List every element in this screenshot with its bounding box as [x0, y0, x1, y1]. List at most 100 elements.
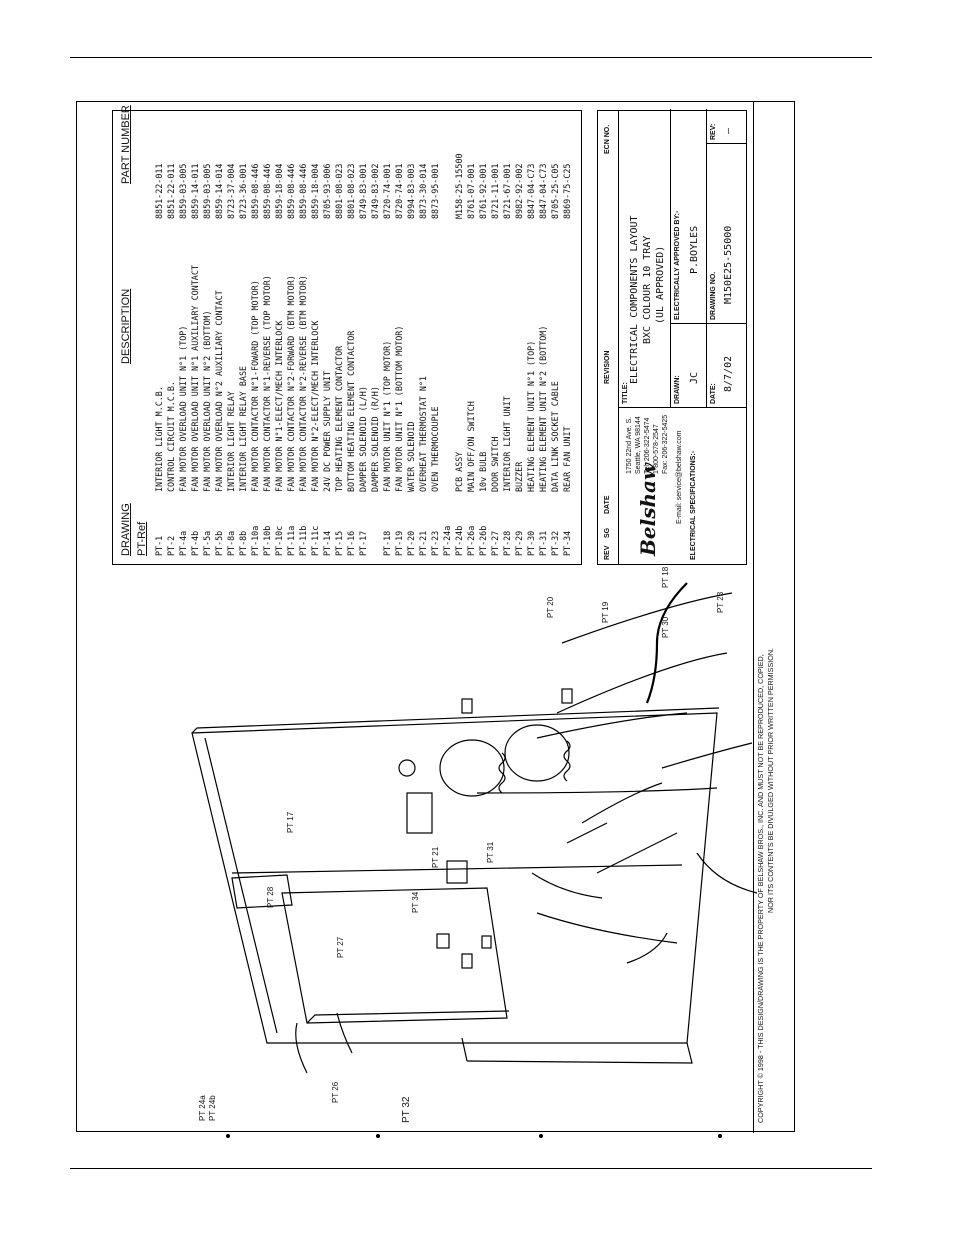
company-email: E-mail: service@belshaw.com	[676, 430, 683, 524]
address-5: Fax: 206-322-5425	[662, 414, 669, 474]
revision-label: REVISION	[604, 350, 611, 384]
parts-row-desc: MAIN OFF/ON SWITCH	[466, 401, 476, 492]
parts-row-part: 8994-83-003	[406, 163, 416, 219]
approved-label: ELECTRICALLY APPROVED BY:-	[674, 210, 681, 320]
parts-row-ref: PT-11c	[310, 525, 320, 556]
parts-row-ref: PT-5a	[202, 530, 212, 556]
parts-row-ref: PT-17	[358, 530, 368, 556]
parts-row-ref: PT-16	[346, 530, 356, 556]
parts-row-desc: HEATING ELEMENT UNIT N°1 (TOP)	[526, 340, 536, 492]
parts-row-ref: PT-11b	[298, 525, 308, 556]
parts-row-ref: PT-10c	[274, 525, 284, 556]
parts-row-part: 8851-22-011	[154, 163, 164, 219]
control-panel-depth	[306, 1010, 510, 1024]
parts-row-part: 8721-11-001	[490, 163, 500, 219]
parts-row-part: 8982-92-002	[514, 163, 524, 219]
parts-row-ref: PT-1	[154, 535, 164, 556]
parts-row-part: 8859-03-005	[202, 163, 212, 219]
parts-row-desc: FAN MOTOR N°2-ELECT/MECH INTERLOCK	[310, 320, 320, 492]
callout-pt21: PT 21	[431, 846, 440, 868]
parts-row-ref: PT-20	[406, 530, 416, 556]
parts-row-part: 8851-22-011	[166, 163, 176, 219]
header-description: DESCRIPTION	[120, 288, 132, 364]
parts-row-desc: 10v BULB	[478, 451, 488, 492]
address-2: Seattle, WA 98144	[635, 416, 642, 474]
parts-row-part: 8847-04-C73	[538, 163, 548, 219]
parts-row-part: 8873-30-014	[418, 163, 428, 219]
parts-row-ref: PT-31	[538, 530, 548, 556]
parts-row-desc: INTERIOR LIGHT UNIT	[502, 396, 512, 492]
company-logo: Belshaw	[636, 462, 660, 556]
socket-b	[561, 688, 573, 704]
parts-row-desc: OVERHEAT THERMOSTAT N°1	[418, 376, 428, 492]
oven-illustration	[191, 582, 758, 1074]
cabinet-outline	[191, 712, 718, 1044]
parts-row-desc: FAN MOTOR CONTACTOR N°1-FOWARD (TOP MOTO…	[250, 280, 260, 492]
drawn-value: JC	[689, 371, 700, 384]
callout-pt31: PT 31	[486, 841, 495, 863]
parts-row-ref: PT-23	[430, 530, 440, 556]
cabinet-edge	[191, 707, 720, 734]
parts-row-desc: FAN MOTOR CONTACTOR N°1-REVERSE (TOP MOT…	[262, 275, 272, 492]
parts-row-desc: DATA LINK SOCKET CABLE	[550, 381, 560, 492]
parts-row-part: 8705-25-C05	[550, 163, 560, 219]
parts-row-desc: TOP HEATING ELEMENT CONTACTOR	[334, 345, 344, 492]
electrical-specs-label: ELECTRICAL SPECIFICATIONS:-	[690, 450, 697, 560]
parts-row-part: 8859-14-014	[214, 163, 224, 219]
parts-row-ref: PT-26b	[478, 525, 488, 556]
parts-row-ref: PT-32	[550, 530, 560, 556]
parts-row-desc: DAMPER SOLENOID (R/H)	[370, 386, 380, 492]
callout-pt34: PT 34	[411, 891, 420, 913]
parts-row-ref: PT-8b	[238, 530, 248, 556]
title-block: REV SG DATE REVISION ECN NO. Belshaw 175…	[597, 109, 747, 565]
punch-mark	[376, 1134, 380, 1138]
parts-row-ref: PT-15	[334, 530, 344, 556]
address-4: 1-800-578-2547	[653, 424, 660, 474]
parts-row-part: 8859-08-446	[286, 163, 296, 219]
address-3: Tel: 206-322-5474	[644, 417, 651, 474]
callout-pt20: PT 20	[546, 596, 555, 618]
parts-row-desc: INTERIOR LIGHT M.C.B.	[154, 386, 164, 492]
callout-pt26: PT 26	[331, 1081, 340, 1103]
callout-pt24a: PT 24a	[198, 1095, 207, 1121]
cabinet-divider	[231, 864, 683, 874]
drawing-no-value: M150E25-55000	[723, 225, 734, 304]
parts-row-desc: BUZZER	[514, 461, 524, 492]
rear-fan	[446, 860, 468, 884]
parts-row-part: 8869-75-C25	[562, 163, 572, 219]
interior-light	[436, 933, 450, 949]
parts-row-ref: PT-10a	[250, 525, 260, 556]
date-label: DATE	[604, 495, 611, 514]
parts-row-desc: REAR FAN UNIT	[562, 426, 572, 492]
parts-row-desc: FAN MOTOR OVERLOAD N°2 AUXILIARY CONTACT	[214, 290, 224, 492]
title-line-1: ELECTRICAL COMPONENTS LAYOUT	[629, 215, 640, 384]
header-part-number: PART NUMBER	[120, 105, 132, 184]
parts-row-desc: FAN MOTOR CONTACTOR N°2-REVERSE (BTM MOT…	[298, 275, 308, 492]
parts-row-part: 8761-07-001	[466, 163, 476, 219]
parts-row-ref: PT-5b	[214, 530, 224, 556]
parts-row-ref: PT-4b	[190, 530, 200, 556]
parts-row-ref: PT-26a	[466, 525, 476, 556]
parts-row-ref: PT-29	[514, 530, 524, 556]
parts-row-ref: PT-4a	[178, 530, 188, 556]
rev-field-label: REV:	[710, 123, 717, 140]
parts-row-ref: PT-14	[322, 530, 332, 556]
parts-row-desc: INTERIOR LIGHT RELAY	[226, 391, 236, 492]
parts-row-part: 8859-08-446	[298, 163, 308, 219]
sg-label: SG	[604, 527, 611, 538]
parts-row-ref: PT-21	[418, 530, 428, 556]
fan-motor-top	[439, 739, 505, 797]
solenoid-block	[406, 792, 433, 834]
parts-row-desc: INTERIOR LIGHT RELAY BASE	[238, 365, 248, 492]
socket-a	[461, 698, 473, 714]
parts-row-desc: FAN MOTOR N°1-ELECT/MECH INTERLOCK	[274, 320, 284, 492]
parts-row-ref: PT-34	[562, 530, 572, 556]
parts-row-ref: PT-8a	[226, 530, 236, 556]
parts-row-ref: PT-28	[502, 530, 512, 556]
control-panel	[281, 887, 508, 1024]
parts-row-part: 8801-08-023	[346, 163, 356, 219]
parts-row-part: 8749-83-002	[370, 163, 380, 219]
rotated-sheet: COPYRIGHT © 1998 - THIS DESIGN/DRAWING I…	[77, 102, 796, 1133]
parts-row-part: M158-25-15500	[454, 153, 464, 219]
callout-pt24b: PT 24b	[208, 1095, 217, 1121]
